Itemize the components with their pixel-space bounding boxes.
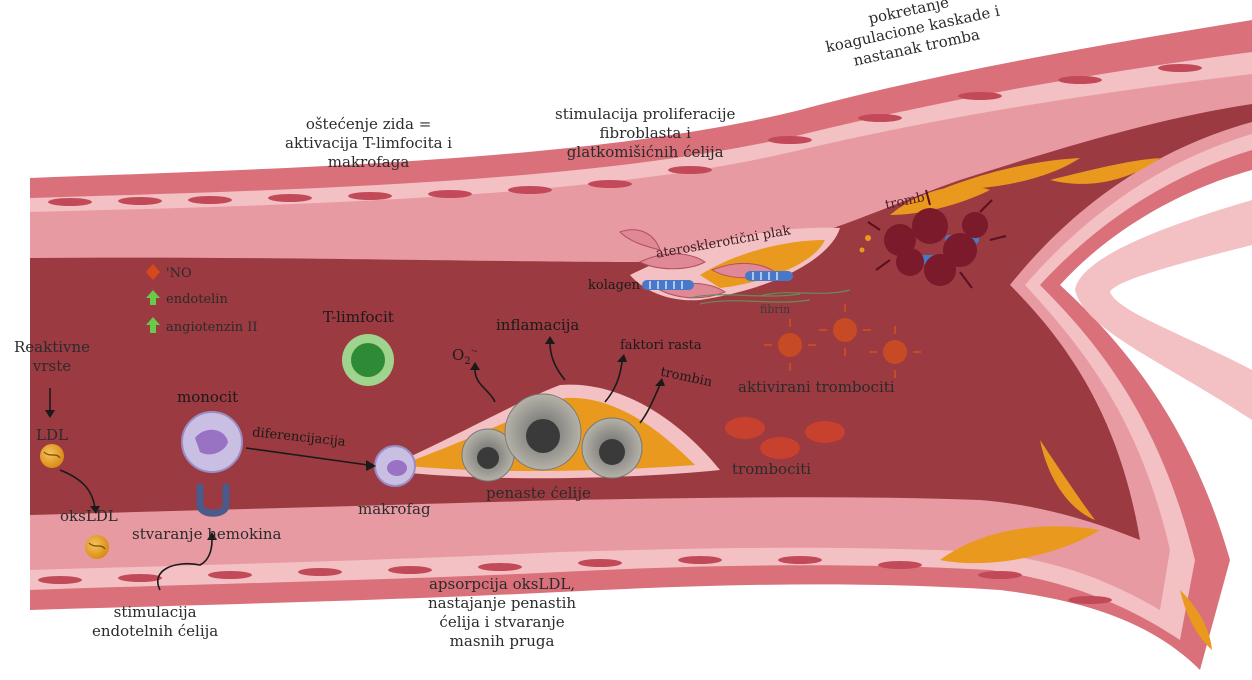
label-line: endotelnih ćelija (92, 622, 218, 641)
t-lymphocyte (342, 334, 394, 386)
label-line: glatkomišićnih ćelija (555, 143, 735, 162)
superoxide-sub: 2 (464, 356, 470, 367)
label-ldl: LDL (36, 426, 68, 445)
label-line: vrste (14, 357, 90, 376)
label-proliferation: stimulacija proliferacije fibroblasta i … (555, 105, 735, 162)
label-platelets: trombociti (732, 460, 811, 479)
label-wall-damage: oštećenje zida = aktivacija T-limfocita … (285, 115, 452, 172)
label-activated-platelets: aktivirani trombociti (738, 378, 895, 397)
label-line: makrofaga (285, 153, 452, 172)
label-line: ćelija i stvaranje (428, 613, 576, 632)
label-line: Reaktivne (14, 338, 90, 357)
label-absorption: apsorpcija oksLDL, nastajanje penastih ć… (428, 575, 576, 651)
superoxide-base: O (452, 346, 464, 364)
label-fibrin: fibrin (760, 300, 790, 319)
label-growth-factors: faktori rasta (620, 336, 702, 355)
label-no: 'NO (166, 264, 192, 283)
label-macrophage: makrofag (358, 500, 431, 519)
label-angiotensin: angiotenzin II (166, 318, 258, 337)
label-line: stimulacija (92, 603, 218, 622)
label-chemokines: stvaranje hemokina (132, 525, 282, 544)
label-endothelin: endotelin (166, 290, 228, 309)
label-line: nastajanje penastih (428, 594, 576, 613)
label-inflammation: inflamacija (496, 316, 579, 335)
label-collagen: kolagen (588, 276, 640, 295)
label-foam-cells: penaste ćelije (486, 484, 591, 503)
label-line: oštećenje zida = (285, 115, 452, 134)
monocyte (182, 412, 242, 472)
label-endothelial-stim: stimulacija endotelnih ćelija (92, 603, 218, 641)
label-line: masnih pruga (428, 632, 576, 651)
label-line: apsorpcija oksLDL, (428, 575, 576, 594)
label-monocyte: monocit (177, 388, 238, 407)
label-t-cell: T-limfocit (323, 308, 394, 327)
label-superoxide: O2·- (452, 342, 477, 371)
label-oxldl: oksLDL (60, 507, 118, 526)
label-line: aktivacija T-limfocita i (285, 134, 452, 153)
label-line: stimulacija proliferacije (555, 105, 735, 124)
superoxide-sup: ·- (471, 346, 478, 357)
label-line: fibroblasta i (555, 124, 735, 143)
macrophage (375, 446, 415, 486)
label-reactive-species: Reaktivne vrste (14, 338, 90, 376)
